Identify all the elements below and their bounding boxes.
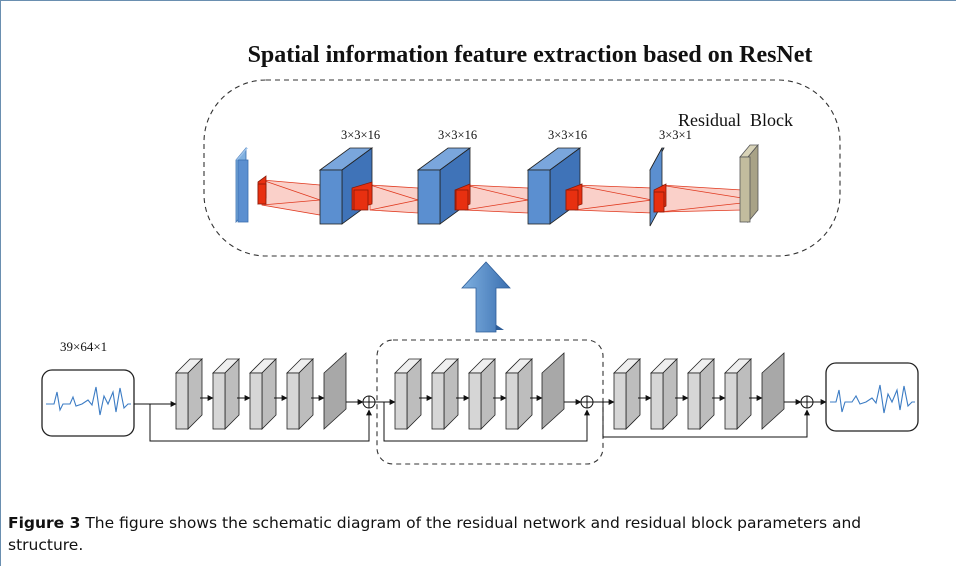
conv-block-3	[526, 147, 582, 225]
kernel-squares	[257, 175, 667, 213]
skip-connections	[149, 402, 810, 442]
figure-caption: Figure 3 The figure shows the schematic …	[8, 512, 938, 556]
sum-node-1	[362, 395, 376, 409]
output-feature-map	[739, 143, 759, 224]
up-arrow	[461, 261, 511, 333]
residual-block-container	[203, 79, 841, 257]
layer-label-3: 3×3×16	[548, 128, 587, 142]
conv-block-2	[416, 147, 472, 225]
caption-text: The figure shows the schematic diagram o…	[8, 514, 862, 554]
input-signal-box	[41, 369, 135, 437]
output-signal-box	[825, 362, 919, 432]
main-flow	[134, 399, 827, 407]
diagram-title: Spatial information feature extraction b…	[248, 42, 813, 68]
residual-group-1	[175, 352, 347, 430]
layer-label-4: 3×3×1	[659, 128, 692, 142]
sum-node-3	[800, 395, 814, 409]
sum-node-2	[580, 395, 594, 409]
caption-label: Figure 3	[8, 514, 81, 532]
residual-group-3	[613, 352, 785, 430]
input-size-label: 39×64×1	[60, 339, 107, 354]
residual-block-label: Residual Block	[678, 110, 793, 130]
input-feature-map	[235, 146, 249, 224]
residual-group-2	[394, 352, 565, 430]
layer-label-1: 3×3×16	[341, 128, 380, 142]
layer-label-2: 3×3×16	[438, 128, 477, 142]
